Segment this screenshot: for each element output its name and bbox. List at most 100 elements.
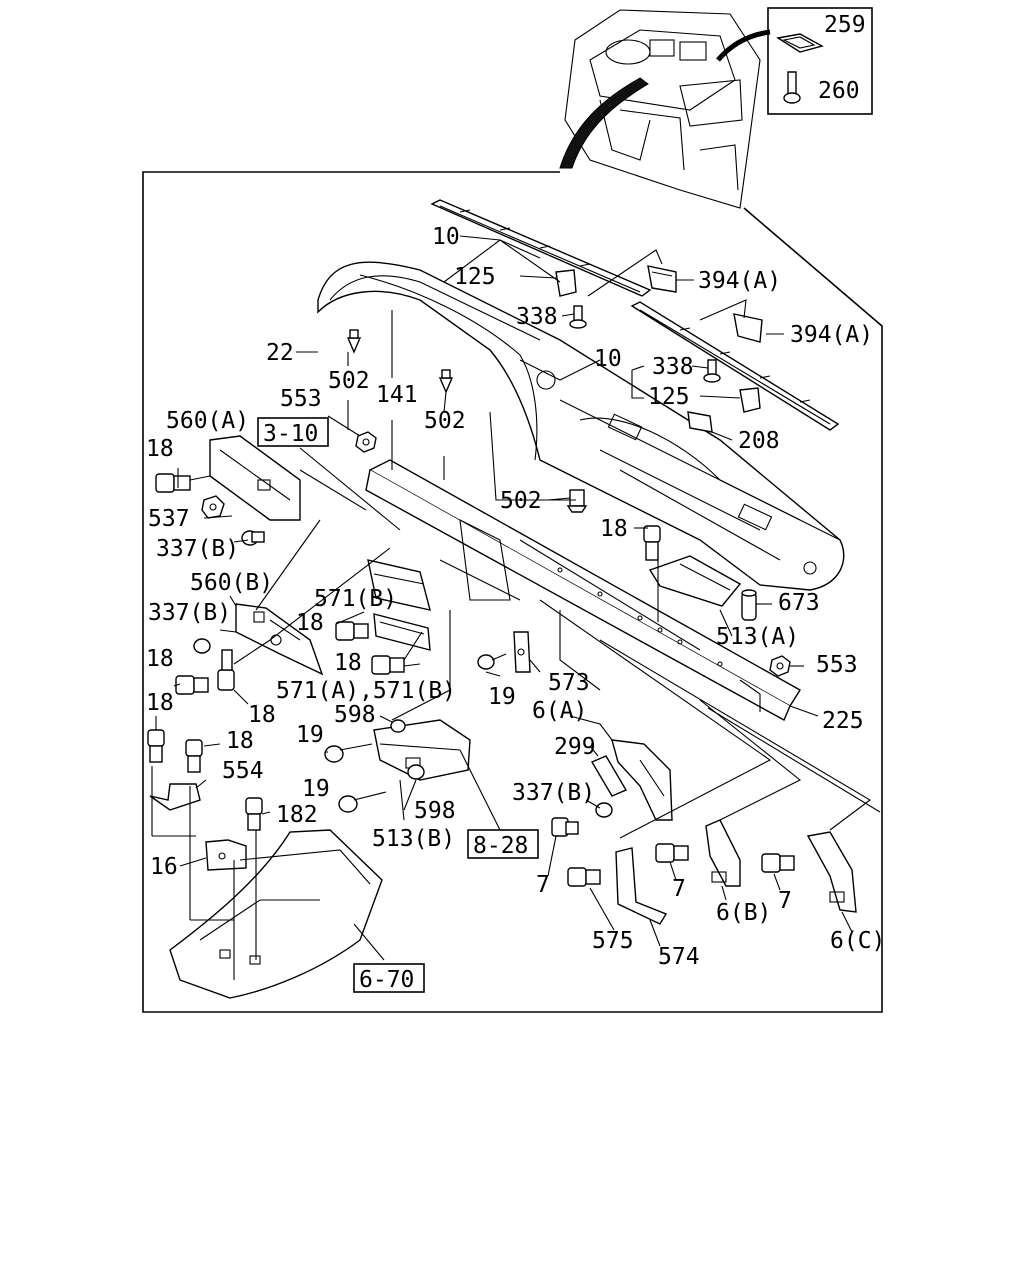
leader-lines: [151, 235, 881, 980]
label-554: 554: [222, 758, 264, 784]
label-18-g: 18: [146, 690, 174, 716]
ref-box-6-70: [353, 963, 425, 993]
cross-member-beam: [365, 459, 801, 721]
bolt-18e-icon: [371, 655, 405, 675]
clip-208-icon: [687, 411, 713, 433]
clip-394a-icon: [647, 265, 677, 293]
inset-box: [767, 7, 873, 115]
label-10-mid: 10: [594, 346, 622, 372]
label-18-c: 18: [296, 610, 324, 636]
label-6a: 6(A): [532, 698, 587, 724]
label-10-top: 10: [432, 224, 460, 250]
label-337b-a: 337(B): [156, 536, 239, 562]
label-18-f: 18: [248, 702, 276, 728]
label-18-h: 18: [226, 728, 254, 754]
label-225: 225: [822, 708, 864, 734]
dashboard-panel: [317, 261, 845, 591]
label-208: 208: [738, 428, 780, 454]
label-502-left: 502: [328, 368, 370, 394]
ref-box-3-10: [257, 417, 329, 447]
label-560a: 560(A): [166, 408, 249, 434]
label-19-a: 19: [488, 684, 516, 710]
label-338-mid: 338: [652, 354, 694, 380]
bolt-18b-icon: [643, 525, 661, 561]
clip-502c-icon: [566, 489, 588, 513]
label-394a-top: 394(A): [698, 268, 781, 294]
bolt-182-icon: [245, 797, 263, 831]
bolt-18g-icon: [147, 729, 165, 763]
label-598-top: 598: [334, 702, 376, 728]
bolt-7c-icon: [761, 853, 795, 873]
duct-571b: [367, 559, 431, 611]
ref-3-10-label: 3-10: [263, 421, 318, 447]
label-22: 22: [266, 340, 294, 366]
label-560b: 560(B): [190, 570, 273, 596]
clip-125a-icon: [555, 269, 577, 297]
screw-338a-icon: [569, 305, 587, 329]
label-19-c: 19: [302, 776, 330, 802]
bracket-513b: [373, 719, 471, 781]
trim-strip-upper: [430, 199, 652, 297]
cab-pointer-thick: [559, 77, 649, 169]
label-182: 182: [276, 802, 318, 828]
clip-125b-icon: [739, 387, 761, 413]
rivet-19a-icon: [477, 653, 507, 670]
label-18-a: 18: [146, 436, 174, 462]
bolt-18h-icon: [185, 739, 203, 773]
screw-598a-icon: [390, 719, 406, 733]
ref-8-28-label: 8-28: [473, 833, 528, 859]
bolt-18d-icon: [335, 621, 369, 641]
nut-537-icon: [201, 495, 225, 519]
label-537: 537: [148, 506, 190, 532]
label-502-center: 502: [424, 408, 466, 434]
label-260: 260: [818, 78, 860, 104]
bolt-18a-icon: [155, 473, 191, 493]
label-7-b: 7: [672, 876, 686, 902]
cap-337a-icon: [241, 530, 265, 546]
bolt-7b-icon: [655, 843, 689, 863]
bracket-573: [513, 631, 531, 673]
diagram-frame: [142, 171, 883, 1013]
label-575: 575: [592, 928, 634, 954]
bracket-6c: [806, 831, 857, 913]
screw-260-icon: [783, 71, 801, 104]
bolt-18c-icon: [175, 675, 209, 695]
nut-553a-icon: [355, 431, 377, 453]
label-18-e: 18: [334, 650, 362, 676]
label-502-right: 502: [500, 488, 542, 514]
label-573: 573: [548, 670, 590, 696]
label-19-b: 19: [296, 722, 324, 748]
bolt-18f-icon: [217, 649, 235, 691]
label-394a-mid: 394(A): [790, 322, 873, 348]
cab-pointer-inset: [716, 29, 771, 62]
rivet-19b-icon: [324, 743, 373, 763]
ref-6-70-label: 6-70: [359, 967, 414, 993]
label-7-a: 7: [536, 872, 550, 898]
bracket-6a: [611, 739, 673, 821]
ref-box-8-28: [467, 829, 539, 859]
label-141: 141: [376, 382, 418, 408]
bolt-575-icon: [567, 867, 601, 887]
clip-259-icon: [776, 33, 824, 53]
cap-337b-icon: [193, 638, 211, 654]
label-6b: 6(B): [716, 900, 771, 926]
label-18-d: 18: [146, 646, 174, 672]
floor-duct: [169, 829, 383, 999]
bracket-16: [205, 839, 247, 871]
label-125-top: 125: [454, 264, 496, 290]
label-513b: 513(B): [372, 826, 455, 852]
label-598-bottom: 598: [414, 798, 456, 824]
bolt-7a-icon: [551, 817, 579, 837]
clip-502a-icon: [346, 329, 362, 354]
clip-394b-icon: [733, 313, 763, 343]
bracket-554: [149, 783, 201, 811]
label-337b-b: 337(B): [148, 600, 231, 626]
label-16: 16: [150, 854, 178, 880]
label-571ab: 571(A),571(B): [276, 678, 456, 704]
spacer-673-icon: [741, 589, 757, 621]
label-6c: 6(C): [830, 928, 885, 954]
bracket-574: [615, 847, 668, 925]
bracket-513a: [648, 555, 742, 607]
nut-553b-icon: [769, 655, 791, 677]
